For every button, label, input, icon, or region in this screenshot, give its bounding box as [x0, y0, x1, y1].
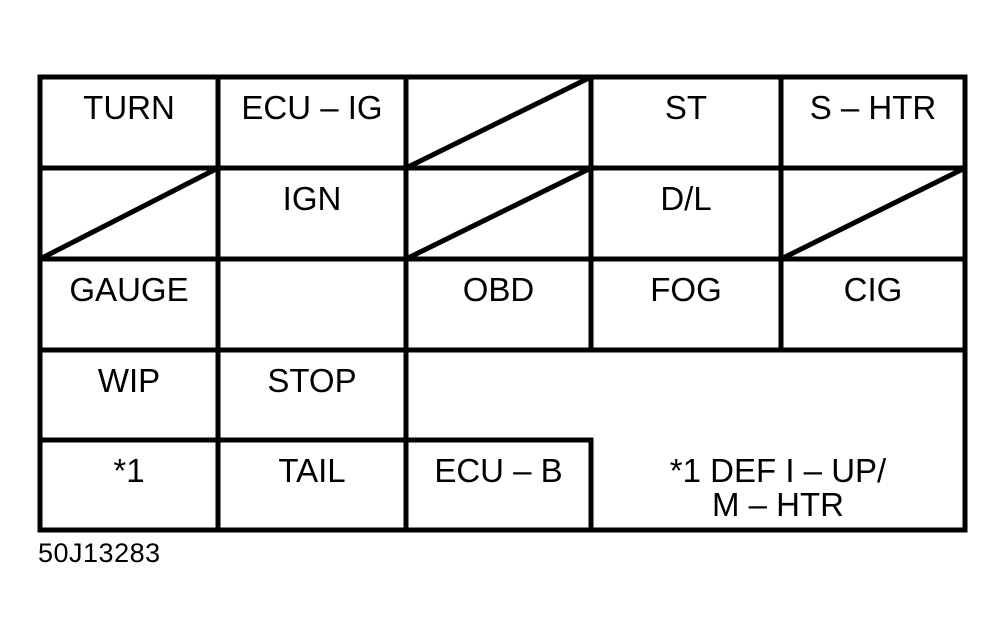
fuse-label-r1c1: TURN — [83, 89, 175, 126]
fuse-label-r1c4: ST — [665, 89, 707, 126]
outer-border — [37, 74, 968, 533]
fuse-label-r5c1: *1 — [113, 452, 144, 489]
diagonal-slash-r1c3 — [404, 74, 593, 171]
fuse-label-r1c2: ECU – IG — [241, 89, 382, 126]
fuse-label-r2c4: D/L — [660, 180, 711, 217]
fuse-label-r3c5: CIG — [844, 271, 903, 308]
fuse-label-r5c3: ECU – B — [434, 452, 562, 489]
figure-id: 50J13283 — [38, 538, 161, 568]
fuse-label-relay-block-line1: *1 DEF I – UP/ — [670, 452, 887, 489]
fuse-label-r3c3: OBD — [463, 271, 535, 308]
diagonal-slash-r2c3 — [404, 165, 593, 262]
diagonal-slash-r2c5 — [779, 165, 967, 262]
fuse-label-r1c5: S – HTR — [810, 89, 937, 126]
fuse-label-r4c1: WIP — [98, 362, 160, 399]
fuse-label-r4c2: STOP — [267, 362, 356, 399]
fuse-label-relay-block-line2: M – HTR — [712, 486, 844, 523]
fuse-label-r2c2: IGN — [283, 180, 342, 217]
fuse-label-r3c1: GAUGE — [69, 271, 188, 308]
diagonal-slash-r2c1 — [38, 165, 220, 262]
fuse-label-r5c2: TAIL — [278, 452, 345, 489]
fuse-label-r3c4: FOG — [650, 271, 722, 308]
